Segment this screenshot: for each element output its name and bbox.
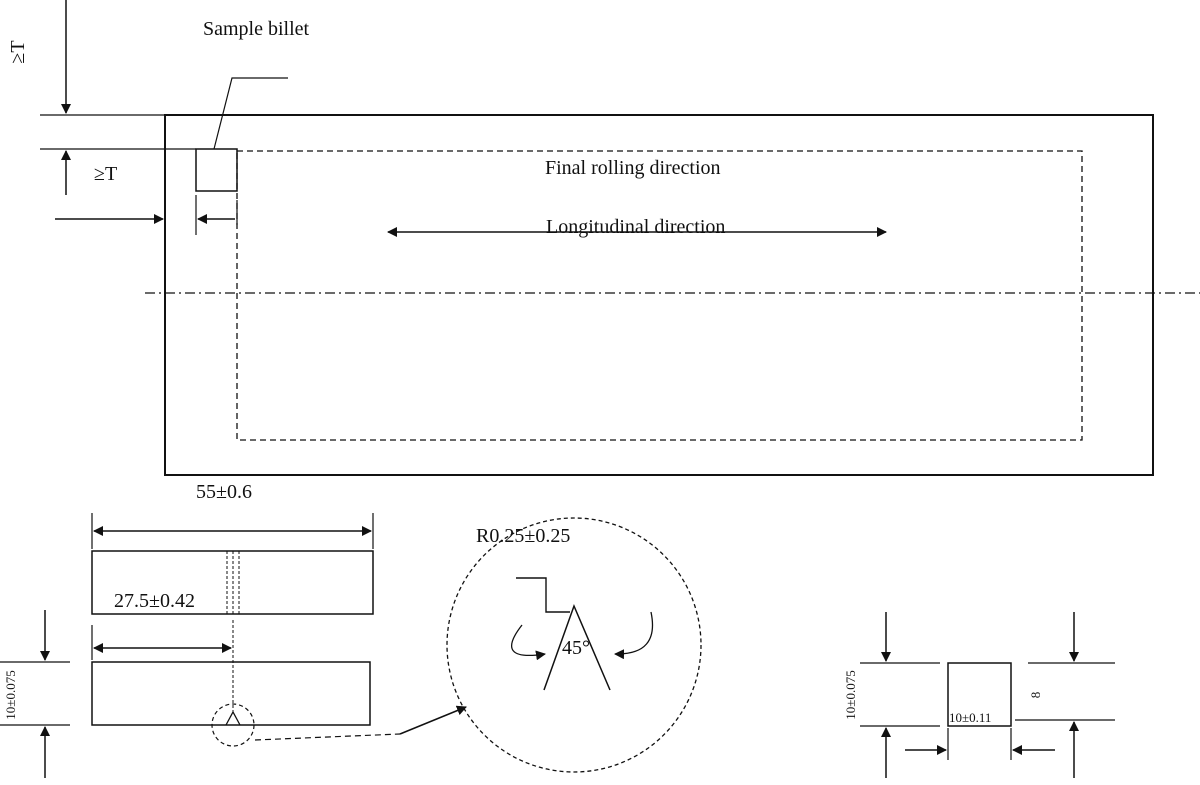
ge-t-vertical-dimension: ≥T [7,0,196,195]
v-notch [225,710,241,726]
ge-t-vertical-label: ≥T [7,40,29,63]
sample-billet-leader [213,77,288,150]
plate: Sample billet [145,18,1200,476]
cross-section-outline [947,662,1012,727]
notch-detail: R0.25±0.25 45° [254,517,702,773]
length-dim-label: 55±0.6 [196,481,252,503]
specimen-front-outline [91,661,371,726]
notch-pos-dim-label: 27.5±0.42 [114,590,195,612]
sample-billet-square [195,148,238,192]
direction-annotations: Final rolling direction Longitudinal dir… [387,157,887,238]
detail-circle-small [211,703,255,747]
radius-dim-label: R0.25±0.25 [476,525,570,547]
radius-leader [516,577,570,613]
angle-arc-right [614,611,653,660]
specimen-top-view: 55±0.6 27.5±0.42 [91,481,374,615]
cs-notch-depth-label: 8 [1028,692,1043,699]
cs-width-dim-label: 10±0.11 [949,710,991,725]
plate-outline [164,114,1154,476]
sampling-zone-dashed [236,150,1083,441]
height-dim-label: 10±0.075 [3,670,18,719]
cs-height-dim-label: 10±0.075 [843,670,858,719]
detail-leader-dashed [254,733,401,741]
angle-dim-label: 45° [562,637,590,659]
ge-t-horizontal-dimension: ≥T [55,163,238,235]
detail-leader-arrow [399,705,467,735]
longitudinal-direction-label: Longitudinal direction [546,216,725,238]
angle-arc-left [511,624,546,661]
v-notch-detail [543,603,611,691]
ge-t-horizontal-label: ≥T [94,163,117,185]
sample-billet-label: Sample billet [203,18,310,40]
cross-section: 10±0.075 10±0.11 8 [843,612,1115,778]
detail-circle-large [446,517,702,773]
final-rolling-direction-label: Final rolling direction [545,157,721,179]
specimen-front-view: 10±0.075 [0,610,371,778]
